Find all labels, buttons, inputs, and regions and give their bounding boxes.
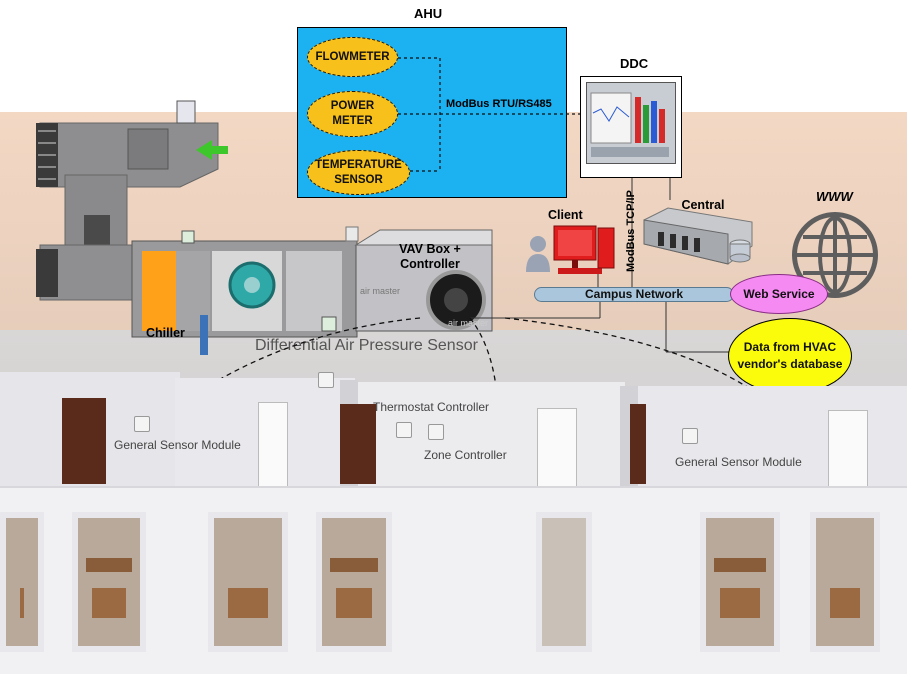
thermostat-device: [396, 422, 412, 438]
chiller-pipe: [200, 315, 208, 355]
thermostat-controller-label: Thermostat Controller: [373, 400, 490, 414]
campus-network-bus: Campus Network: [534, 287, 734, 302]
ceiling-sensor-device: [318, 372, 334, 388]
brand-label-2: air master: [448, 318, 489, 328]
globe-icon: [792, 212, 878, 298]
brand-label-1: air master: [360, 286, 401, 296]
client-label: Client: [548, 208, 583, 222]
chiller-label: Chiller: [146, 326, 185, 340]
bookshelf-left: [62, 398, 106, 484]
power-meter-node: POWER METER: [307, 91, 398, 137]
window-4: [316, 512, 392, 652]
hvac-vendor-database: Data from HVAC vendor's database: [728, 318, 852, 394]
bookshelf-right: [630, 404, 646, 484]
temperature-sensor-node: TEMPERATURE SENSOR: [307, 150, 410, 195]
general-sensor-module-right-label: General Sensor Module: [675, 455, 802, 469]
ddc-title: DDC: [620, 56, 649, 71]
general-sensor-device-left: [134, 416, 150, 432]
general-sensor-device-right: [682, 428, 698, 444]
vav-box-label: VAV Box + Controller: [399, 242, 461, 271]
central-server-icon: [643, 207, 753, 265]
web-service-cloud: Web Service: [730, 274, 828, 314]
modbus-rtu-label: ModBus RTU/RS485: [446, 98, 552, 110]
door-center: [537, 408, 577, 498]
window-2: [72, 512, 146, 652]
hvac-machinery: [36, 100, 493, 355]
window-7: [810, 512, 880, 652]
differential-air-pressure-sensor-label: Differential Air Pressure Sensor: [255, 337, 478, 354]
bookshelf-center: [340, 404, 376, 484]
door-left: [258, 402, 288, 488]
window-3: [208, 512, 288, 652]
window-6: [700, 512, 780, 652]
ddc-bar-display: [590, 92, 669, 157]
window-5: [536, 512, 592, 652]
ahu-title: AHU: [414, 6, 443, 21]
flowmeter-node: FLOWMETER: [307, 37, 398, 77]
heating-coil: [142, 251, 176, 331]
modbus-tcp-label: ModBus TCP/IP: [625, 190, 637, 272]
intake-grille-lower: [36, 249, 58, 297]
zone-controller-device: [428, 424, 444, 440]
airflow-arrow: [196, 140, 228, 160]
window-1: [0, 512, 44, 652]
ddc-screen: [586, 82, 676, 164]
www-label: WWW: [816, 189, 853, 204]
duct-sensor: [176, 100, 196, 124]
zone-controller-label: Zone Controller: [424, 448, 507, 462]
general-sensor-module-left-label: General Sensor Module: [114, 438, 241, 452]
client-workstation-icon: [526, 225, 615, 274]
